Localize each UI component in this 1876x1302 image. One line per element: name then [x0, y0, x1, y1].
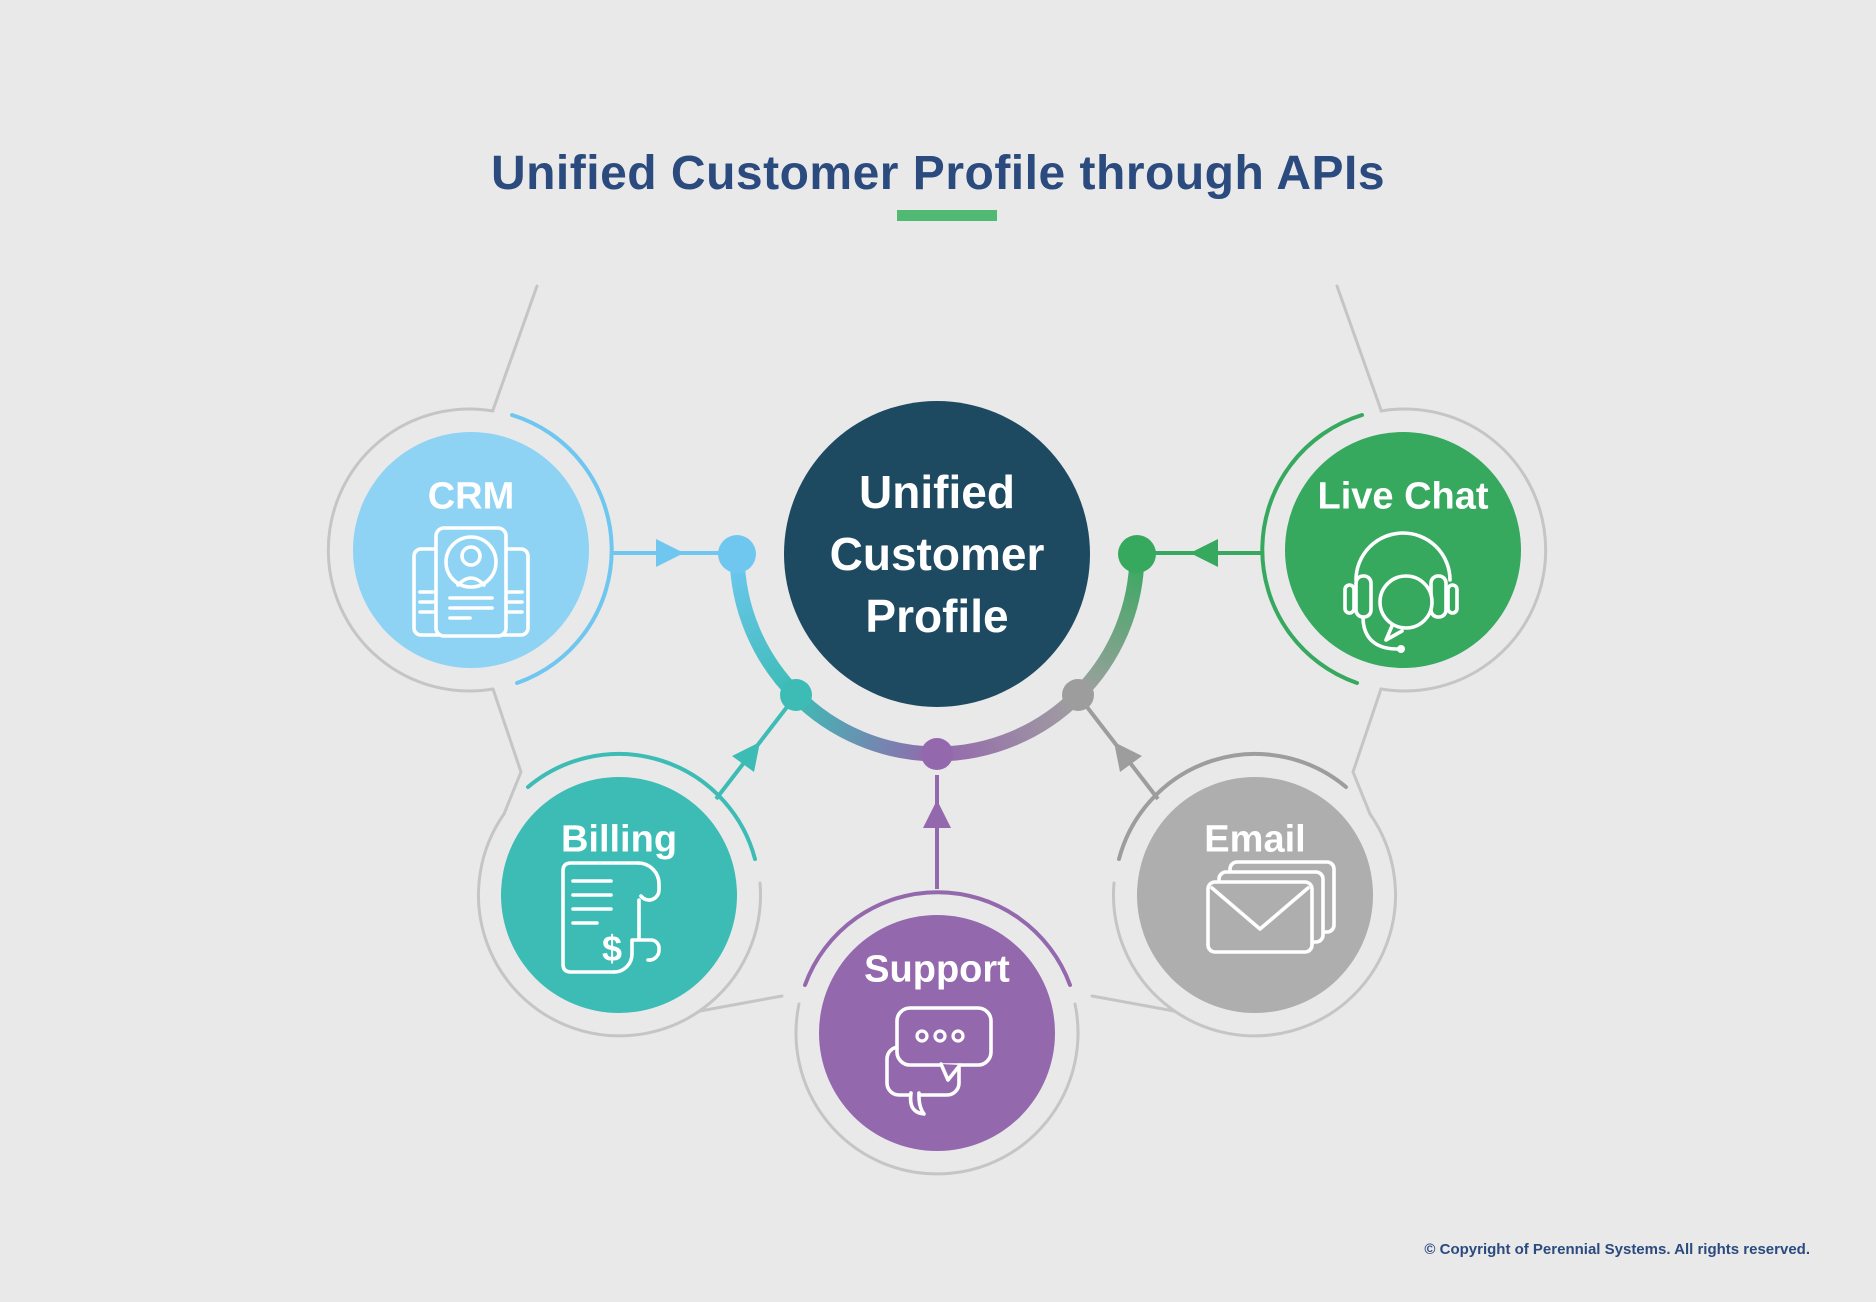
email-dot: [1062, 679, 1094, 711]
hub-arc-segment-2: [790, 689, 938, 762]
center-circle-label: Unified Customer Profile: [829, 466, 1045, 642]
billing-accent-arc: [526, 751, 757, 861]
crm-dot: [718, 535, 756, 573]
node-label-support: Support: [864, 948, 1010, 991]
livechat-arrowhead: [1190, 539, 1218, 567]
support-arrowhead: [923, 800, 951, 828]
support-ring: [794, 1002, 1080, 1176]
envelopes-icon: [1206, 860, 1336, 954]
support-arrow: [923, 775, 951, 889]
email-arrowhead: [1114, 742, 1142, 772]
node-label-livechat: Live Chat: [1317, 475, 1489, 518]
center-circle: [784, 401, 1090, 707]
livechat-email-connector: [1351, 687, 1383, 816]
billing-dot: [780, 679, 812, 711]
hub-dots: [718, 535, 1156, 770]
support-dot: [921, 738, 953, 770]
livechat-arrow: [1155, 539, 1261, 567]
crm-accent-arc: [510, 413, 614, 685]
node-label-crm: CRM: [427, 475, 515, 518]
receipt-icon: $: [561, 861, 661, 974]
email-support-connector: [1090, 994, 1176, 1013]
page-title: Unified Customer Profile through APIs: [490, 147, 1386, 200]
hub-arc-segment-3: [936, 689, 1084, 762]
billing-circle: [501, 777, 737, 1013]
livechat-accent-arc: [1260, 413, 1364, 685]
copyright-notice: © Copyright of Perennial Systems. All ri…: [1424, 1241, 1810, 1258]
livechat-dot: [1118, 535, 1156, 573]
email-ring: [1112, 812, 1397, 1038]
right-top-connector: [1335, 284, 1383, 412]
node-label-billing: Billing: [560, 818, 678, 861]
crm-ring: [326, 407, 495, 693]
contact-card-icon: [412, 526, 530, 638]
gray-chain: [326, 284, 1548, 1176]
title-accent-bar: [897, 210, 997, 221]
headset-icon: [1343, 531, 1459, 653]
email-arrow: [1085, 705, 1160, 801]
billing-arrow: [714, 705, 789, 801]
accent-arcs: [510, 413, 1364, 987]
livechat-circle: [1285, 432, 1521, 668]
node-label-email: Email: [1204, 818, 1306, 861]
arrows: [613, 539, 1261, 889]
crm-arrow: [613, 539, 719, 567]
email-accent-arc: [1117, 751, 1348, 861]
billing-support-connector: [698, 994, 784, 1013]
left-top-connector: [491, 284, 539, 412]
livechat-ring: [1379, 407, 1548, 693]
billing-arrowhead: [732, 742, 760, 772]
chat-bubbles-icon: [885, 1006, 993, 1116]
support-accent-arc: [803, 890, 1072, 987]
crm-arrowhead: [656, 539, 684, 567]
crm-billing-connector: [491, 687, 523, 816]
billing-ring: [477, 812, 762, 1038]
dollar-glyph: $: [602, 928, 622, 969]
